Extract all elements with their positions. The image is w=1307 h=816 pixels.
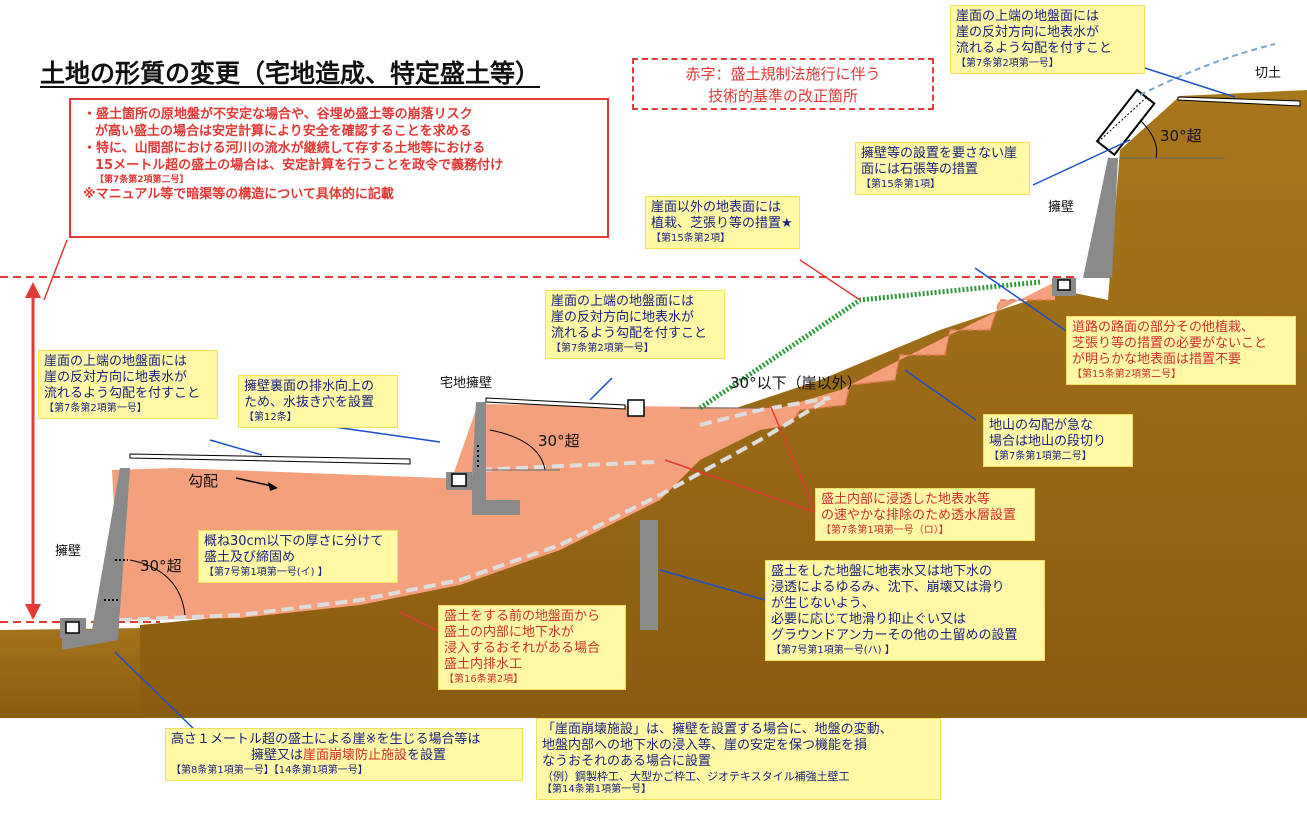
callout-left-top: 崖面の上端の地盤面には 崖の反対方向に地表水が 流れるよう勾配を付すこと 【第7… bbox=[38, 350, 218, 419]
legend-box: 赤字：盛土規制法施行に伴う 技術的基準の改正箇所 bbox=[632, 58, 934, 110]
callout-mid-top: 崖面の上端の地盤面には 崖の反対方向に地表水が 流れるよう勾配を付すこと 【第7… bbox=[545, 290, 725, 359]
notice-line-4: 15メートル超の盛土の場合は、安定計算を行うことを政令で義務付け bbox=[95, 158, 504, 173]
slope-plank-top bbox=[1177, 96, 1301, 107]
label-slope: 勾配 bbox=[188, 472, 219, 490]
legend-line-1: 赤字：盛土規制法施行に伴う bbox=[685, 65, 881, 83]
label-angle-top: 30°超 bbox=[1160, 127, 1202, 145]
notice-line-5: ※マニュアル等で暗渠等の構造について具体的に記載 bbox=[83, 187, 394, 202]
callout-bench-cut: 地山の勾配が急な 場合は地山の段切り 【第7条第1項第二号】 bbox=[983, 414, 1133, 467]
bench-cut-line bbox=[789, 299, 1055, 426]
stone-facing bbox=[1095, 88, 1156, 157]
base-drain-line bbox=[119, 396, 832, 622]
label-wall-right: 擁壁 bbox=[1048, 200, 1075, 215]
page-title: 土地の形質の変更（宅地造成、特定盛土等） bbox=[40, 59, 541, 88]
callout-top-right: 崖面の上端の地盤面には 崖の反対方向に地表水が 流れるよう勾配を付すこと 【第7… bbox=[950, 5, 1145, 74]
takuchi-retaining-wall bbox=[472, 402, 520, 515]
callout-drain-hole: 擁壁裏面の排水向上の ため、水抜き穴を設置 【第12条】 bbox=[238, 375, 398, 428]
callout-groundwater-drain: 盛土をする前の地盤面から 盛土の内部に地下水が 浸入するおそれがある場合 盛土内… bbox=[438, 605, 626, 690]
slope-plank-left bbox=[129, 453, 411, 465]
red-notice-box: ・盛土箇所の原地盤が不安定な場合や、谷埋め盛土等の崩落リスク が高い盛土の場合は… bbox=[69, 98, 609, 238]
label-takuchi-wall: 宅地擁壁 bbox=[440, 376, 493, 391]
legend-line-2: 技術的基準の改正箇所 bbox=[707, 87, 858, 105]
callout-stone-facing: 擁壁等の設置を要さない崖 面には石張等の措置 【第15条第1項】 bbox=[855, 142, 1030, 195]
label-angle-below: 30°以下（崖以外） bbox=[730, 374, 862, 392]
permeable-layer bbox=[479, 460, 656, 472]
callout-road: 道路の路面の部分その他植栽、 芝張り等の措置の必要がないこと が明らかな地表面は… bbox=[1066, 316, 1296, 385]
landslide-pile bbox=[640, 520, 658, 630]
permeable-layer-2 bbox=[699, 396, 831, 427]
callout-collapse-facility: 「崖面崩壊施設」は、擁壁を設置する場合に、地盤の変動、 地盤内部への地下水の浸入… bbox=[536, 718, 941, 800]
callout-planting: 崖面以外の地表面には 植栽、芝張り等の措置★ 【第15条第2項】 bbox=[645, 196, 800, 249]
notice-line-1: ・盛土箇所の原地盤が不安定な場合や、谷埋め盛土等の崩落リスク bbox=[83, 107, 473, 122]
label-wall-left: 擁壁 bbox=[55, 544, 82, 559]
slope-plank-mid bbox=[485, 397, 626, 410]
notice-line-3: ・特に、山間部における河川の流水が継続して存する土地等における bbox=[83, 141, 486, 156]
label-angle-left: 30°超 bbox=[140, 557, 182, 575]
callout-landslide-pile: 盛土をした地盤に地表水又は地下水の 浸透によるゆるみ、沈下、崩壊又は滑り が生じ… bbox=[765, 560, 1045, 661]
label-cut: 切土 bbox=[1255, 66, 1282, 81]
gutter-top bbox=[627, 399, 645, 417]
retaining-wall-upper bbox=[1083, 158, 1118, 278]
callout-height-rule: 高さ１メートル超の盛土による崖※を生じる場合等は 擁壁又は崖面崩壊防止施設を設置… bbox=[165, 728, 523, 781]
callout-compaction: 概ね30cm以下の厚さに分けて 盛土及び締固め 【第7号第1項第一号(イ) 】 bbox=[198, 530, 398, 583]
label-angle-mid: 30°超 bbox=[538, 432, 580, 450]
cut-line bbox=[1139, 43, 1276, 96]
callout-permeable-layer: 盛土内部に浸透した地表水等 の速やかな排除のため透水層設置 【第7条第1項第一号… bbox=[815, 488, 1035, 541]
notice-line-2: が高い盛土の場合は安定計算により安全を確認することを求める bbox=[95, 124, 472, 139]
retaining-wall-left bbox=[62, 468, 130, 650]
notice-ref: 【第7条第2項第二号】 bbox=[95, 175, 189, 185]
